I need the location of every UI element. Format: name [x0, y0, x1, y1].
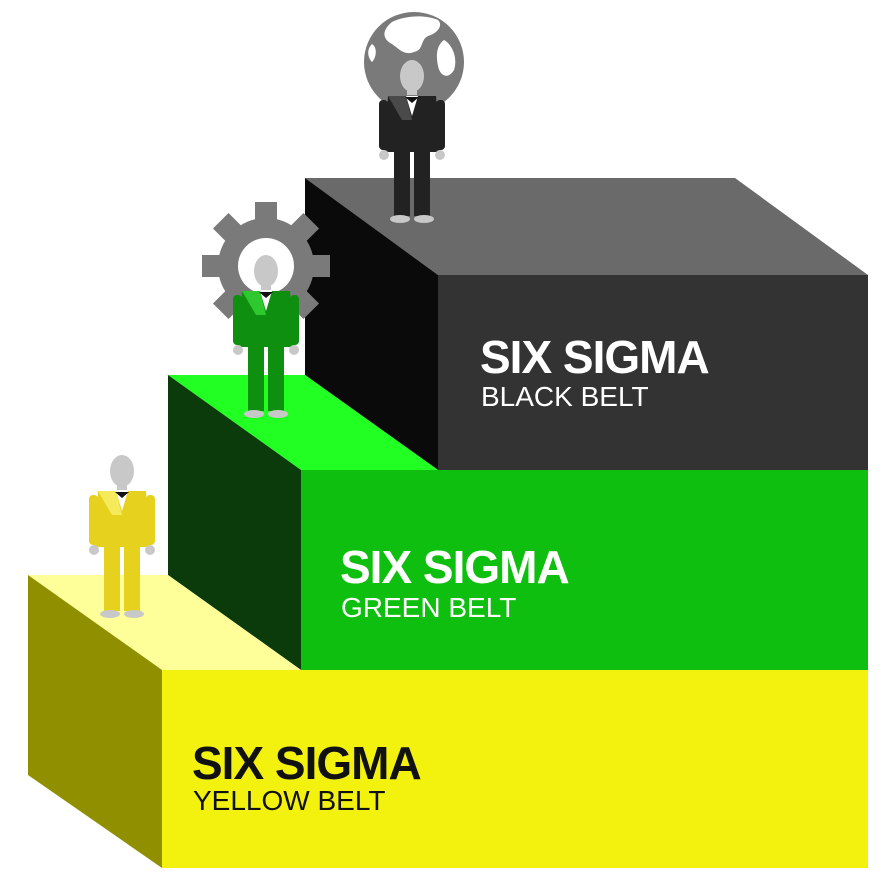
yellow-belt-person — [89, 455, 155, 618]
person-left-arm — [233, 295, 242, 345]
black-belt-subtitle: BLACK BELT — [481, 381, 649, 412]
person-right-hand — [145, 545, 155, 555]
person-left-arm — [379, 100, 388, 150]
person-shirt — [260, 291, 272, 311]
person-right-hand — [435, 150, 445, 160]
person-lapel — [98, 491, 122, 515]
person-head — [254, 255, 278, 287]
person-shirt — [406, 96, 418, 116]
black-belt-block: SIX SIGMA BLACK BELT — [305, 178, 868, 470]
green-belt-person — [233, 255, 299, 418]
yellow-belt-title: SIX SIGMA — [192, 737, 421, 789]
green-belt-top-face — [168, 375, 438, 470]
person-left-hand — [379, 150, 389, 160]
person-right-shoe — [268, 410, 288, 418]
person-neck — [407, 89, 417, 95]
person-left-shoe — [244, 410, 264, 418]
person-right-leg — [268, 345, 284, 411]
person-left-shoe — [100, 610, 120, 618]
person-right-shoe — [124, 610, 144, 618]
yellow-belt-subtitle: YELLOW BELT — [193, 785, 385, 816]
green-belt-title: SIX SIGMA — [340, 541, 569, 593]
person-shirt — [116, 491, 128, 511]
person-left-leg — [248, 345, 264, 411]
person-left-shoe — [390, 215, 410, 223]
green-belt-block: SIX SIGMA GREEN BELT — [168, 375, 868, 670]
person-right-arm — [436, 100, 445, 150]
yellow-belt-top-face — [28, 575, 301, 670]
green-belt-front-face — [301, 470, 868, 670]
green-belt-subtitle: GREEN BELT — [341, 592, 516, 623]
person-left-hand — [89, 545, 99, 555]
black-belt-person — [379, 60, 445, 223]
person-right-arm — [290, 295, 299, 345]
black-belt-top-face — [305, 178, 868, 275]
person-right-arm — [146, 495, 155, 545]
person-right-hand — [289, 345, 299, 355]
yellow-belt-block: SIX SIGMA YELLOW BELT — [28, 575, 868, 868]
person-left-leg — [104, 545, 120, 611]
person-lapel — [388, 96, 412, 120]
person-right-leg — [124, 545, 140, 611]
person-head — [110, 455, 134, 487]
person-neck — [261, 284, 271, 290]
person-bowtie — [115, 492, 129, 498]
person-right-shoe — [414, 215, 434, 223]
green-belt-side-face — [168, 375, 301, 670]
yellow-belt-front-face — [162, 670, 868, 868]
black-belt-title: SIX SIGMA — [480, 331, 709, 383]
person-left-leg — [394, 150, 410, 216]
person-neck — [117, 484, 127, 490]
person-right-leg — [414, 150, 430, 216]
black-belt-front-face — [438, 275, 868, 470]
person-bowtie — [259, 292, 273, 298]
yellow-belt-side-face — [28, 575, 162, 868]
black-belt-side-face — [305, 178, 438, 470]
person-head — [400, 60, 424, 92]
person-bowtie — [405, 97, 419, 103]
person-left-arm — [89, 495, 98, 545]
person-lapel — [242, 291, 266, 315]
person-left-hand — [233, 345, 243, 355]
